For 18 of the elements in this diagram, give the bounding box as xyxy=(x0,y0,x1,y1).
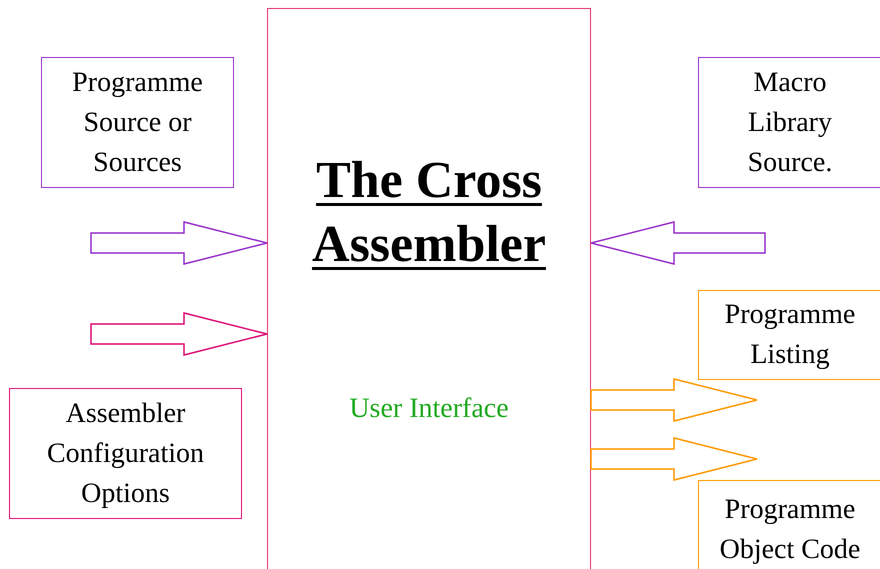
process-box xyxy=(698,290,880,380)
heading-text: The Cross Assembler xyxy=(311,151,547,275)
box-label: Assembler Configuration Options xyxy=(46,396,206,510)
block-arrow xyxy=(590,378,758,422)
process-box xyxy=(9,388,242,519)
block-arrow xyxy=(590,437,758,481)
box-label: Macro Library Source. xyxy=(746,66,834,180)
block-arrow xyxy=(90,312,268,356)
process-box xyxy=(267,8,591,569)
block-arrow xyxy=(590,221,766,265)
box-label: Programme Listing xyxy=(724,298,856,372)
block-arrow xyxy=(90,221,268,265)
box-label: Programme Source or Sources xyxy=(71,66,204,180)
process-box xyxy=(698,57,880,188)
box-label: Programme Object Code xyxy=(718,493,862,567)
process-box xyxy=(698,480,880,569)
process-box xyxy=(41,57,234,188)
box-label: User Interface xyxy=(348,392,510,426)
